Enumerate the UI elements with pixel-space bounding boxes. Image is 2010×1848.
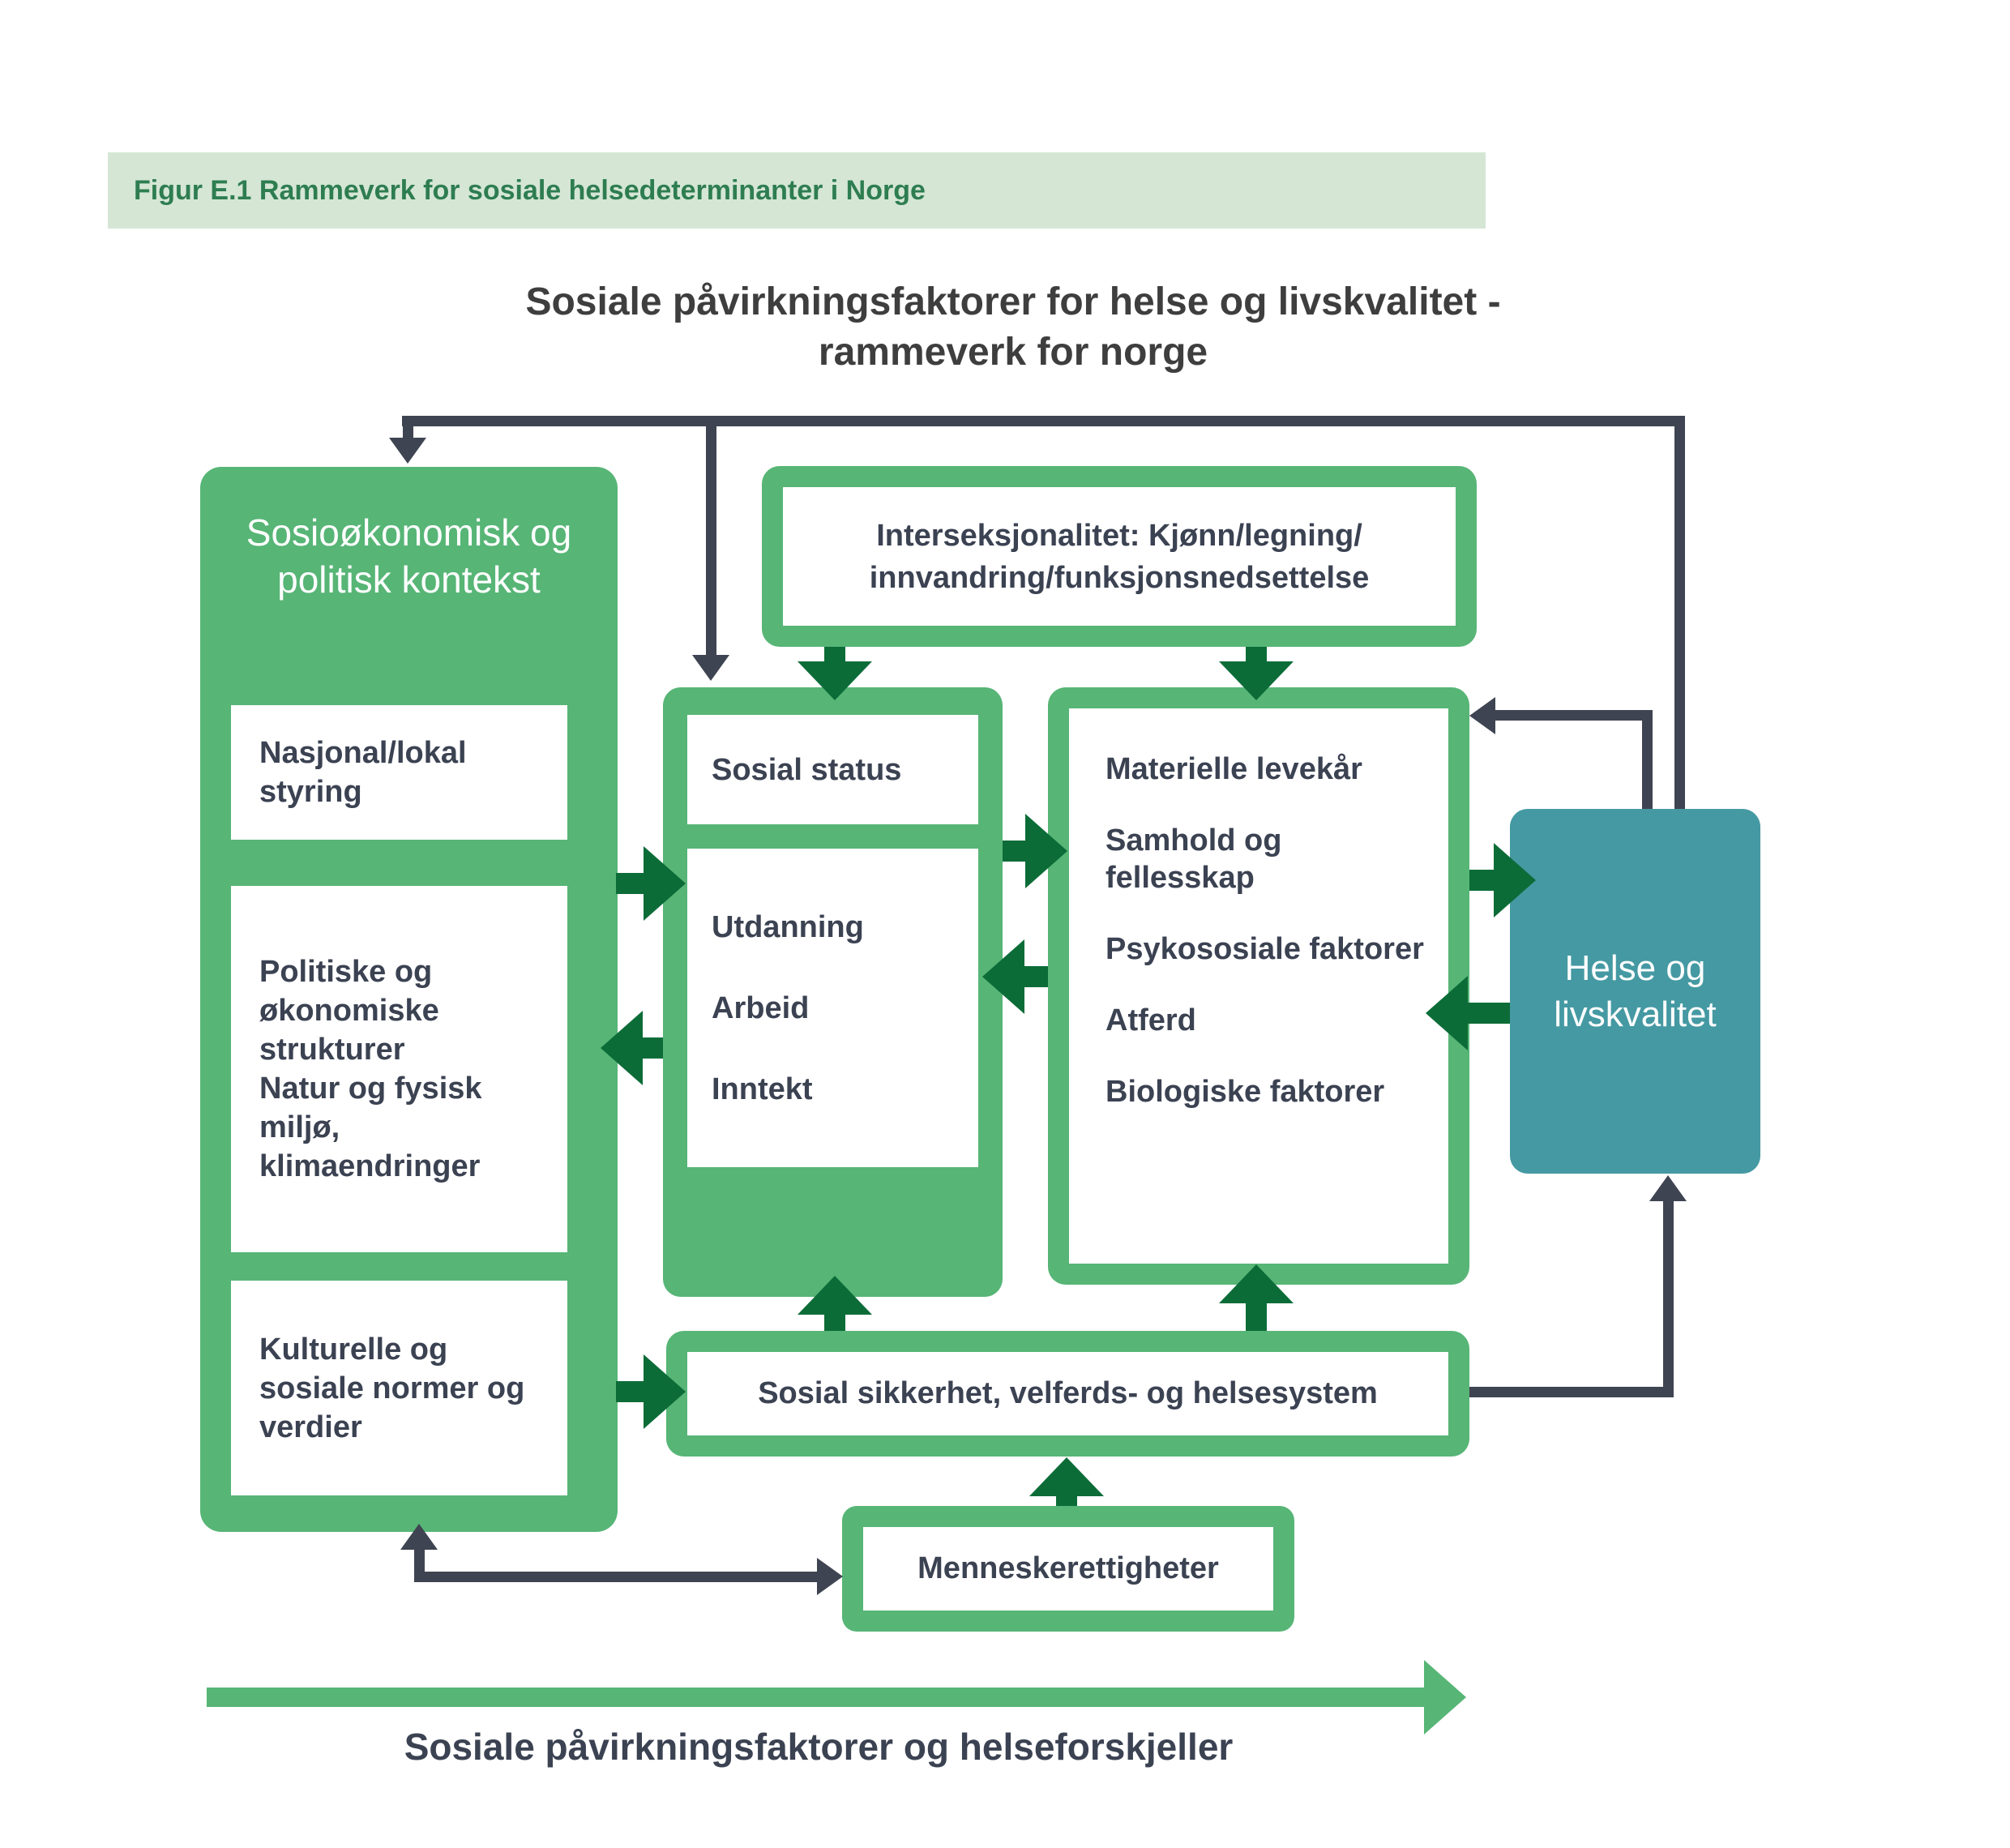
welfare-inner: Sosial sikkerhet, velferds- og helsesyst… bbox=[687, 1352, 1448, 1435]
feedback-drop-position-line bbox=[706, 426, 716, 655]
factor-cohesion-label: Samhold og fellesskap bbox=[1106, 823, 1282, 895]
work-label: Arbeid bbox=[712, 990, 810, 1025]
arrow-factors-to-position-icon bbox=[982, 939, 1024, 1014]
factors-to-position-shaft bbox=[1024, 966, 1048, 987]
rights-box-label: Menneskerettigheter bbox=[917, 1551, 1219, 1585]
arrow-loop-to-rights-icon bbox=[817, 1558, 843, 1595]
rights-loop-rise-line bbox=[414, 1550, 425, 1576]
intersectionality-line1: Interseksjonalitet: Kjønn/legning/ bbox=[876, 518, 1362, 553]
intersectionality-line2: innvandring/funksjonsnedsettelse bbox=[869, 560, 1370, 595]
arrow-health-to-factors-icon bbox=[1469, 697, 1495, 734]
rights-inner: Menneskerettigheter bbox=[863, 1527, 1273, 1611]
arrow-inter-to-factors-icon bbox=[1219, 661, 1294, 700]
welfare-to-factors-shaft bbox=[1246, 1300, 1267, 1331]
arrow-inter-to-position-icon bbox=[798, 661, 872, 700]
health-to-factors-line bbox=[1495, 710, 1653, 721]
context-item-structures-label: Politiske og økonomiske strukturer bbox=[259, 955, 439, 1067]
feedback-rise-health-line bbox=[1674, 426, 1685, 809]
arrow-welfare-to-factors-icon bbox=[1219, 1264, 1294, 1303]
intersectionality-box: Interseksjonalitet: Kjønn/legning/ innva… bbox=[762, 466, 1477, 647]
diagram-title-line1: Sosiale påvirkningsfaktorer for helse og… bbox=[525, 280, 1501, 323]
arrow-welfare-to-position-icon bbox=[798, 1276, 872, 1315]
welfare-box: Sosial sikkerhet, velferds- og helsesyst… bbox=[666, 1331, 1469, 1457]
intersectionality-inner: Interseksjonalitet: Kjønn/legning/ innva… bbox=[783, 487, 1456, 626]
arrow-health-to-factors-back-icon bbox=[1426, 976, 1468, 1050]
welfare-to-position-shaft bbox=[824, 1311, 845, 1331]
diagram-title-line2: rammeverk for norge bbox=[818, 331, 1208, 374]
income-label: Inntekt bbox=[712, 1072, 813, 1106]
welfare-to-health-line bbox=[1469, 1387, 1674, 1397]
health-box: Helse og livskvalitet bbox=[1510, 809, 1760, 1174]
context-item-structures: Politiske og økonomiske strukturer Natur… bbox=[231, 886, 567, 1252]
education-work-income-box: Utdanning Arbeid Inntekt bbox=[687, 849, 978, 1167]
welfare-box-label: Sosial sikkerhet, velferds- og helsesyst… bbox=[758, 1376, 1378, 1410]
bottom-arrow-head-icon bbox=[1424, 1660, 1466, 1735]
welfare-to-health-rise-line bbox=[1663, 1201, 1674, 1397]
arrow-context-to-position-icon bbox=[644, 846, 686, 921]
context-to-position-shaft bbox=[616, 873, 644, 894]
health-to-factors-rise-line bbox=[1642, 715, 1653, 809]
rights-box: Menneskerettigheter bbox=[842, 1506, 1294, 1632]
factors-to-health-shaft bbox=[1469, 870, 1494, 891]
arrow-welfare-to-health-icon bbox=[1649, 1175, 1687, 1201]
context-item-governance-label: Nasjonal/lokal styring bbox=[259, 736, 467, 809]
diagram-title: Sosiale påvirkningsfaktorer for helse og… bbox=[235, 277, 1791, 378]
arrow-rights-to-welfare-icon bbox=[1029, 1457, 1104, 1496]
arrow-context-to-welfare-icon bbox=[644, 1354, 686, 1429]
factor-biological-label: Biologiske faktorer bbox=[1106, 1075, 1385, 1109]
position-to-context-shaft bbox=[643, 1037, 663, 1059]
social-status-box: Sosial status bbox=[687, 715, 978, 824]
context-item-environment-label: Natur og fysisk miljø, klimaendringer bbox=[259, 1072, 482, 1183]
factor-psychosocial-label: Psykososiale faktorer bbox=[1106, 932, 1424, 966]
inter-to-factors-shaft bbox=[1246, 647, 1267, 661]
arrow-loop-to-context-icon bbox=[400, 1524, 438, 1550]
context-box: Sosioøkonomisk og politisk kontekst Nasj… bbox=[200, 467, 618, 1532]
context-box-title: Sosioøkonomisk og politisk kontekst bbox=[246, 511, 572, 601]
bottom-arrow-label: Sosiale påvirkningsfaktorer og helsefors… bbox=[404, 1726, 1234, 1768]
bottom-arrow-shaft bbox=[207, 1688, 1424, 1707]
factors-inner: Materielle levekår Samhold og fellesskap… bbox=[1069, 708, 1448, 1264]
rights-to-welfare-shaft bbox=[1056, 1493, 1077, 1506]
rights-loop-line bbox=[414, 1572, 817, 1582]
figure-caption-banner: Figur E.1 Rammeverk for sosiale helsedet… bbox=[108, 152, 1486, 229]
arrow-feedback-to-position-icon bbox=[692, 655, 729, 681]
factor-behaviour-label: Atferd bbox=[1106, 1003, 1196, 1037]
context-to-welfare-shaft bbox=[616, 1381, 644, 1402]
context-item-norms-label: Kulturelle og sosiale normer og verdier bbox=[259, 1332, 525, 1444]
health-box-label: Helse og livskvalitet bbox=[1554, 948, 1717, 1034]
figure-caption: Figur E.1 Rammeverk for sosiale helsedet… bbox=[134, 174, 926, 206]
arrow-position-to-context-icon bbox=[601, 1011, 643, 1085]
arrow-feedback-to-context-icon bbox=[389, 438, 426, 464]
inter-to-position-shaft bbox=[824, 647, 845, 661]
context-item-norms: Kulturelle og sosiale normer og verdier bbox=[231, 1281, 567, 1495]
health-to-factors-back-shaft bbox=[1468, 1003, 1510, 1024]
education-label: Utdanning bbox=[712, 909, 864, 944]
social-status-label: Sosial status bbox=[712, 752, 902, 787]
factor-material-label: Materielle levekår bbox=[1106, 752, 1362, 786]
arrow-factors-to-health-icon bbox=[1494, 843, 1536, 918]
feedback-drop-context-line bbox=[403, 416, 413, 438]
position-to-factors-shaft bbox=[1003, 841, 1025, 862]
feedback-top-line bbox=[402, 416, 1685, 426]
context-item-governance: Nasjonal/lokal styring bbox=[231, 705, 567, 840]
arrow-position-to-factors-icon bbox=[1025, 814, 1067, 888]
factors-box: Materielle levekår Samhold og fellesskap… bbox=[1048, 687, 1469, 1285]
social-position-box: Sosial status Utdanning Arbeid Inntekt bbox=[663, 687, 1003, 1297]
